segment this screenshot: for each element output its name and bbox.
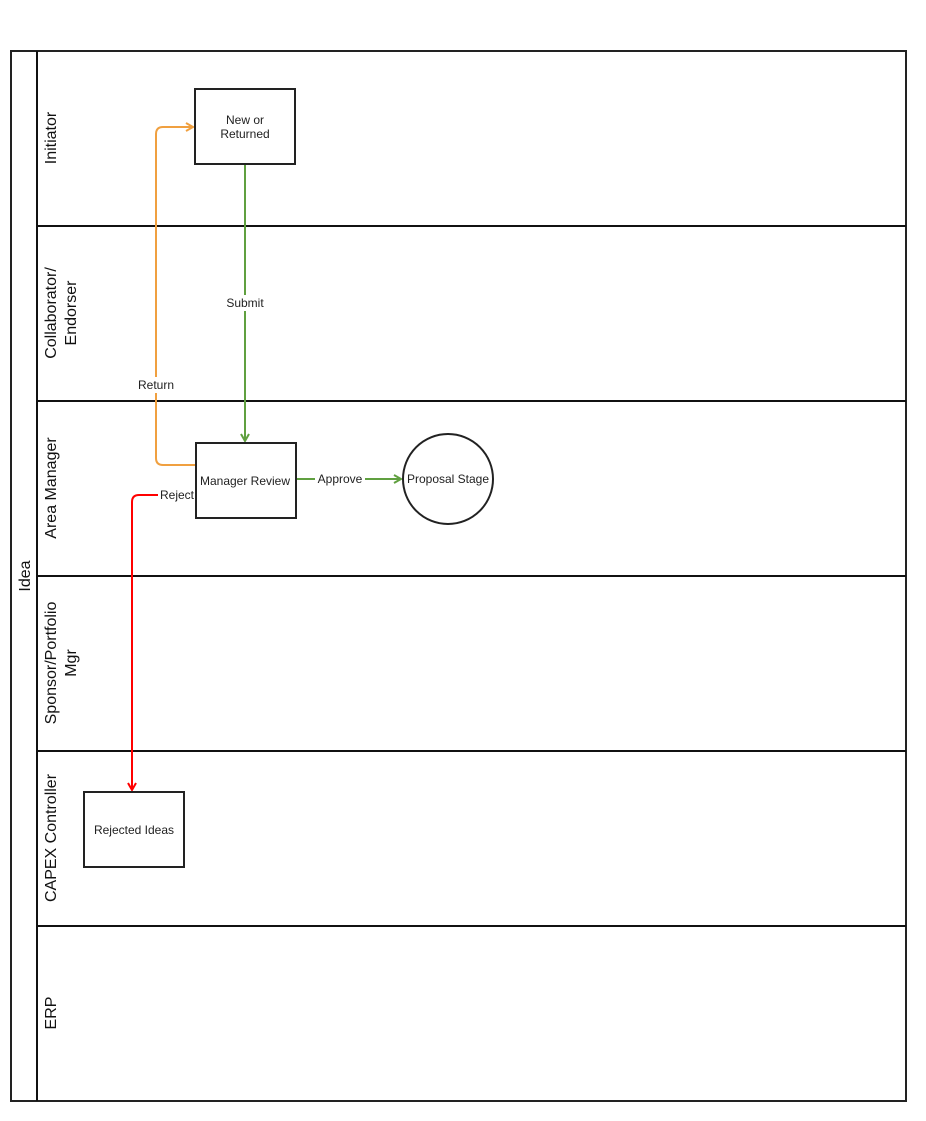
lane-label-collaborator: Collaborator/ Endorser [43, 267, 80, 359]
edge-return: Return [135, 127, 196, 466]
edge-label-submit: Submit [226, 296, 264, 310]
node-label: Returned [220, 127, 269, 141]
edge-reject: Reject [132, 487, 196, 790]
lane-label-capex-controller: CAPEX Controller [43, 773, 60, 902]
node-manager-review[interactable]: Manager Review [195, 442, 297, 519]
edge-label-reject: Reject [160, 488, 195, 502]
node-label: New or [226, 113, 264, 127]
pool-title: Idea [17, 560, 34, 591]
node-proposal-stage[interactable]: Proposal Stage [402, 433, 494, 525]
edge-submit: Submit [224, 164, 266, 441]
node-label: Manager Review [200, 474, 290, 488]
lane-dividers [37, 225, 906, 927]
lane-label-area-manager: Area Manager [43, 437, 60, 539]
edge-label-return: Return [138, 378, 174, 392]
lane-label-sponsor: Sponsor/Portfolio Mgr [43, 602, 80, 725]
lane-label-initiator: Initiator [43, 111, 60, 164]
lane-label-line: Collaborator/ [43, 267, 60, 359]
node-label: Rejected Ideas [94, 823, 174, 837]
edge-approve: Approve [296, 471, 401, 487]
lane-label-erp: ERP [43, 997, 60, 1030]
node-rejected-ideas[interactable]: Rejected Ideas [83, 791, 185, 868]
node-label: Proposal Stage [407, 472, 489, 486]
node-new-or-returned[interactable]: New or Returned [194, 88, 296, 165]
lane-label-line: Sponsor/Portfolio [43, 602, 60, 725]
edge-label-approve: Approve [318, 472, 363, 486]
lane-label-line: Endorser [63, 280, 80, 346]
lane-label-line: Mgr [63, 649, 80, 677]
